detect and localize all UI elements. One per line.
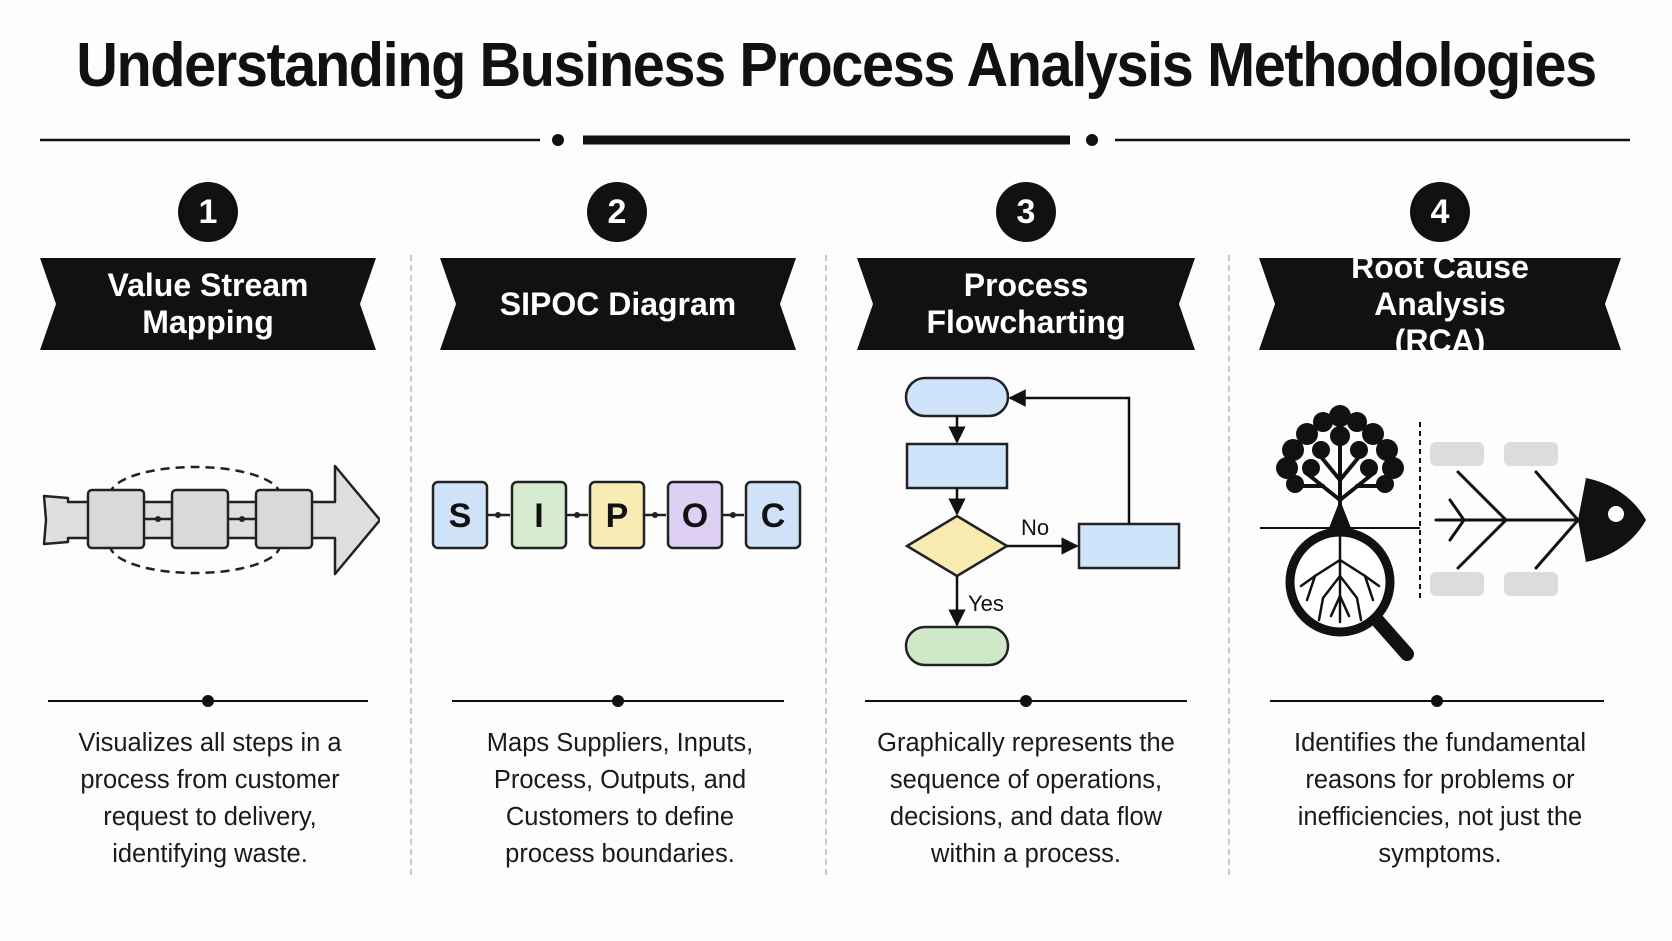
flow-yes-label: Yes: [968, 591, 1004, 616]
flow-end-terminal: [904, 625, 1010, 667]
svg-text:S: S: [449, 497, 472, 535]
flow-alt-process-box: [1077, 522, 1181, 570]
description-process-flowcharting: Graphically represents the sequence of o…: [877, 729, 1175, 868]
svg-text:I: I: [534, 497, 543, 535]
separator-2: [452, 695, 784, 707]
heading-sipoc-diagram: SIPOC Diagram: [499, 285, 737, 322]
svg-text:P: P: [606, 497, 629, 535]
title-rule: [40, 134, 1630, 146]
column-divider: [410, 255, 412, 875]
step-number-1: 1: [178, 182, 238, 242]
column-process-flowcharting: 3 Process Flowcharting No Yes Graphicall…: [845, 170, 1215, 910]
description-value-stream-mapping: Visualizes all steps in a process from c…: [78, 729, 342, 868]
svg-text:C: C: [761, 497, 786, 535]
heading-banner-2: SIPOC Diagram: [440, 258, 796, 350]
heading-banner-3: Process Flowcharting: [857, 258, 1195, 350]
sipoc-box-p: P: [588, 480, 646, 550]
sipoc-box-i: I: [510, 480, 568, 550]
column-divider: [825, 255, 827, 875]
heading-root-cause-analysis: Root Cause Analysis (RCA): [1351, 248, 1529, 359]
separator-1: [48, 695, 368, 707]
sipoc-box-c: C: [744, 480, 802, 550]
column-sipoc-diagram: 2 SIPOC Diagram S I P O C Maps Suppliers…: [430, 170, 810, 910]
column-root-cause-analysis: 4 Root Cause Analysis (RCA): [1250, 170, 1650, 910]
description-sipoc-diagram: Maps Suppliers, Inputs, Process, Outputs…: [486, 729, 754, 868]
root-cause-tree-icon: [1260, 405, 1420, 661]
description-root-cause-analysis: Identifies the fundamental reasons for p…: [1293, 729, 1587, 868]
flow-start-terminal: [904, 376, 1010, 418]
flow-no-label: No: [1021, 515, 1049, 540]
sipoc-connectors: [487, 512, 744, 518]
column-value-stream-mapping: 1 Value Stream Mapping Visualizes all st…: [20, 170, 400, 910]
heading-banner-1: Value Stream Mapping: [40, 258, 376, 350]
heading-process-flowcharting: Process Flowcharting: [926, 267, 1126, 340]
sipoc-illustration: S I P O C: [431, 480, 802, 550]
flowchart-illustration: No Yes: [904, 376, 1181, 667]
column-divider: [1228, 255, 1230, 875]
svg-text:O: O: [682, 497, 708, 535]
heading-banner-4: Root Cause Analysis (RCA): [1259, 248, 1621, 359]
page-title: Understanding Business Process Analysis …: [76, 31, 1597, 100]
step-number-2: 2: [587, 182, 647, 242]
value-stream-arrow-illustration: [42, 464, 380, 576]
fishbone-diagram-icon: [1419, 422, 1646, 600]
sipoc-box-s: S: [431, 480, 489, 550]
flow-process-box: [905, 442, 1009, 490]
separator-4: [1270, 695, 1604, 707]
sipoc-box-o: O: [666, 480, 724, 550]
flow-decision-diamond: [904, 514, 1010, 578]
step-number-3: 3: [996, 182, 1056, 242]
heading-value-stream-mapping: Value Stream Mapping: [107, 267, 309, 340]
separator-3: [865, 695, 1187, 707]
step-number-4: 4: [1410, 182, 1470, 242]
